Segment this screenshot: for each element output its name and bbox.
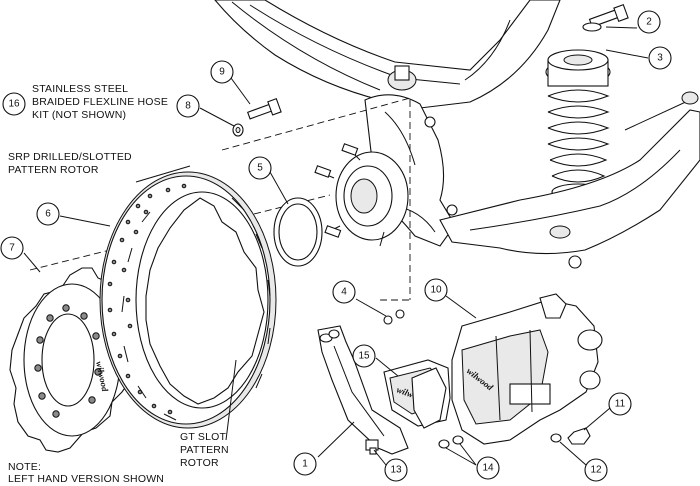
- note-title: NOTE:: [8, 461, 41, 473]
- rotor-slots: [121, 197, 271, 421]
- srp-line-1: SRP DRILLED/SLOTTED: [8, 151, 132, 163]
- callout-6: 6: [36, 202, 60, 226]
- upper-bolt: [582, 4, 629, 32]
- srp-rotor-label: SRP DRILLED/SLOTTED PATTERN ROTOR: [8, 151, 132, 176]
- svg-text:6: 6: [45, 209, 51, 220]
- note: NOTE: LEFT HAND VERSION SHOWN: [8, 461, 164, 485]
- wheel-hub: [314, 143, 409, 247]
- callout-10: 10: [424, 278, 448, 302]
- flexline-note: STAINLESS STEEL BRAIDED FLEXLINE HOSE KI…: [32, 83, 168, 121]
- svg-text:4: 4: [341, 287, 347, 298]
- svg-text:11: 11: [615, 399, 626, 410]
- gt-line-3: ROTOR: [180, 457, 219, 469]
- callout-8: 8: [176, 94, 200, 118]
- svg-text:10: 10: [430, 285, 442, 296]
- callout-12: 12: [584, 458, 608, 482]
- flexline-line-1: STAINLESS STEEL: [32, 83, 128, 95]
- o-ring: [273, 197, 323, 267]
- callout-13: 13: [384, 458, 408, 482]
- svg-text:7: 7: [9, 243, 15, 254]
- caliper: wilwood: [451, 293, 603, 445]
- callout-15: 15: [352, 344, 376, 368]
- callout-11: 11: [608, 392, 632, 416]
- bolt-9: [246, 98, 282, 120]
- washers-14: [438, 435, 464, 449]
- callout-16: 16: [2, 92, 26, 116]
- callout-4: 4: [332, 280, 356, 304]
- bolt-13: [365, 439, 379, 455]
- svg-text:5: 5: [257, 163, 263, 174]
- svg-text:14: 14: [482, 463, 494, 474]
- svg-text:9: 9: [219, 67, 225, 78]
- callout-5: 5: [248, 156, 272, 180]
- svg-text:15: 15: [358, 351, 370, 362]
- bolt-11: [567, 427, 591, 445]
- note-body: LEFT HAND VERSION SHOWN: [8, 473, 164, 485]
- caliper-bracket: [317, 325, 409, 455]
- callout-3: 3: [648, 46, 672, 70]
- coil-spring: [545, 49, 611, 201]
- callout-9: 9: [210, 60, 234, 84]
- brake-pads: wilwood: [383, 359, 451, 429]
- svg-text:16: 16: [8, 99, 20, 110]
- callout-1: 1: [293, 452, 317, 476]
- svg-text:2: 2: [646, 17, 652, 28]
- bolt-4: [383, 309, 405, 325]
- washer-12: [550, 433, 562, 443]
- rotor-drill-holes: [107, 183, 187, 415]
- svg-text:12: 12: [590, 465, 602, 476]
- leader-lines: [23, 26, 649, 466]
- brake-rotor: [99, 171, 277, 429]
- washer-8: [232, 123, 244, 137]
- svg-text:3: 3: [657, 53, 663, 64]
- svg-text:1: 1: [302, 459, 308, 470]
- callout-2: 2: [637, 10, 661, 34]
- flexline-line-3: KIT (NOT SHOWN): [32, 109, 126, 121]
- gt-line-1: GT SLOT: [180, 431, 227, 443]
- flexline-line-2: BRAIDED FLEXLINE HOSE: [32, 96, 168, 108]
- gt-rotor-label: GT SLOT PATTERN ROTOR: [180, 431, 229, 469]
- svg-text:13: 13: [390, 465, 402, 476]
- svg-text:8: 8: [185, 101, 191, 112]
- callouts: 1 2 3 4 5 6 7 8 9 10 11 12 13 14 15 16: [0, 10, 672, 482]
- callout-14: 14: [476, 456, 500, 480]
- callout-7: 7: [0, 236, 24, 260]
- gt-line-2: PATTERN: [180, 444, 229, 456]
- srp-line-2: PATTERN ROTOR: [8, 164, 99, 176]
- suspension-assembly: [214, 0, 700, 269]
